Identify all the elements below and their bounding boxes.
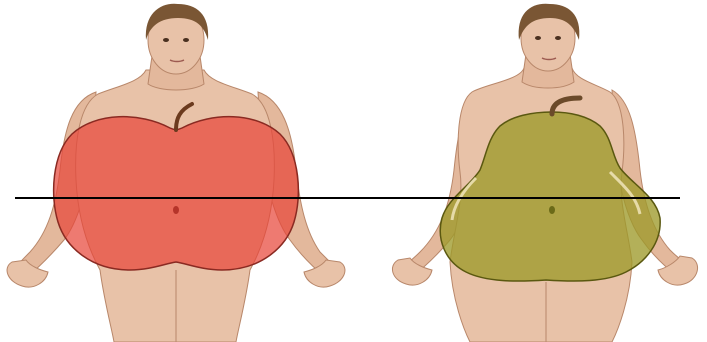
belly-button — [173, 206, 179, 214]
apple-overlay — [54, 104, 299, 270]
right-eye — [555, 36, 561, 40]
left-eye — [535, 36, 541, 40]
belly-button — [549, 206, 555, 214]
right-eye — [183, 38, 189, 42]
apple-shape-overlay — [54, 117, 299, 270]
left-eye — [163, 38, 169, 42]
